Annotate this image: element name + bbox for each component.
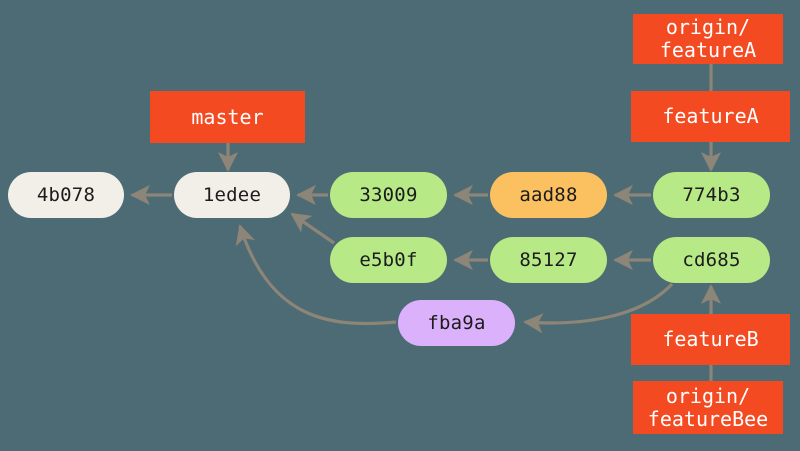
ref-label-text: master [191,104,264,129]
commit-node-85127[interactable]: 85127 [490,237,607,283]
commit-node-4b078[interactable]: 4b078 [8,172,124,218]
commit-node-1edee[interactable]: 1edee [174,172,290,218]
edge-e5b0f-to-1edee [290,212,335,245]
commit-label: 4b078 [36,183,96,206]
ref-label-origin-featureBee[interactable]: origin/ featureBee [633,381,783,434]
ref-label-master[interactable]: master [150,91,305,143]
ref-label-text: origin/ featureA [659,15,757,62]
commit-node-e5b0f[interactable]: e5b0f [330,237,447,283]
commit-node-33009[interactable]: 33009 [330,172,447,218]
commit-node-cd685[interactable]: cd685 [653,237,770,283]
commit-label: 1edee [202,183,262,206]
ref-label-featureB[interactable]: featureB [631,314,790,365]
commit-node-aad88[interactable]: aad88 [490,172,607,218]
ref-label-featureA[interactable]: featureA [631,91,790,142]
commit-label: fba9a [427,311,486,334]
ref-label-text: origin/ featureBee [647,383,769,431]
ref-label-origin-featureA[interactable]: origin/ featureA [633,14,783,64]
commit-label: cd685 [682,248,741,271]
commit-node-fba9a[interactable]: fba9a [398,300,515,346]
commit-label: 33009 [359,183,418,206]
commit-label: aad88 [519,183,578,206]
ref-label-text: featureA [662,104,759,128]
commit-label: e5b0f [359,248,418,271]
commit-label: 85127 [519,248,578,271]
commit-label: 774b3 [682,183,741,206]
ref-label-text: featureB [662,327,759,351]
commit-node-774b3[interactable]: 774b3 [653,172,770,218]
